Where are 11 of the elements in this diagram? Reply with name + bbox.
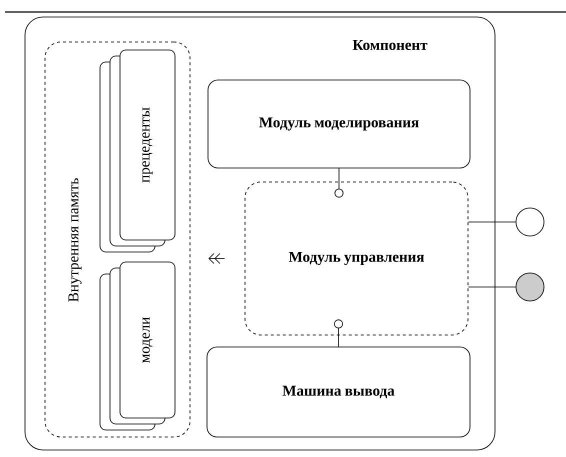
port-circle (516, 272, 544, 302)
port-circle (516, 208, 544, 236)
card-stack: модели (100, 262, 176, 430)
module-box: Машина вывода (206, 346, 470, 438)
module-box: Модуль моделирования (208, 80, 470, 168)
card-stack: прецеденты (100, 50, 176, 252)
lollipop-connector (334, 168, 344, 198)
dashed-box: Модуль управления (244, 182, 468, 336)
lollipop-connector (334, 319, 343, 347)
chevron-arrow (208, 253, 225, 264)
connector-line (468, 286, 516, 288)
